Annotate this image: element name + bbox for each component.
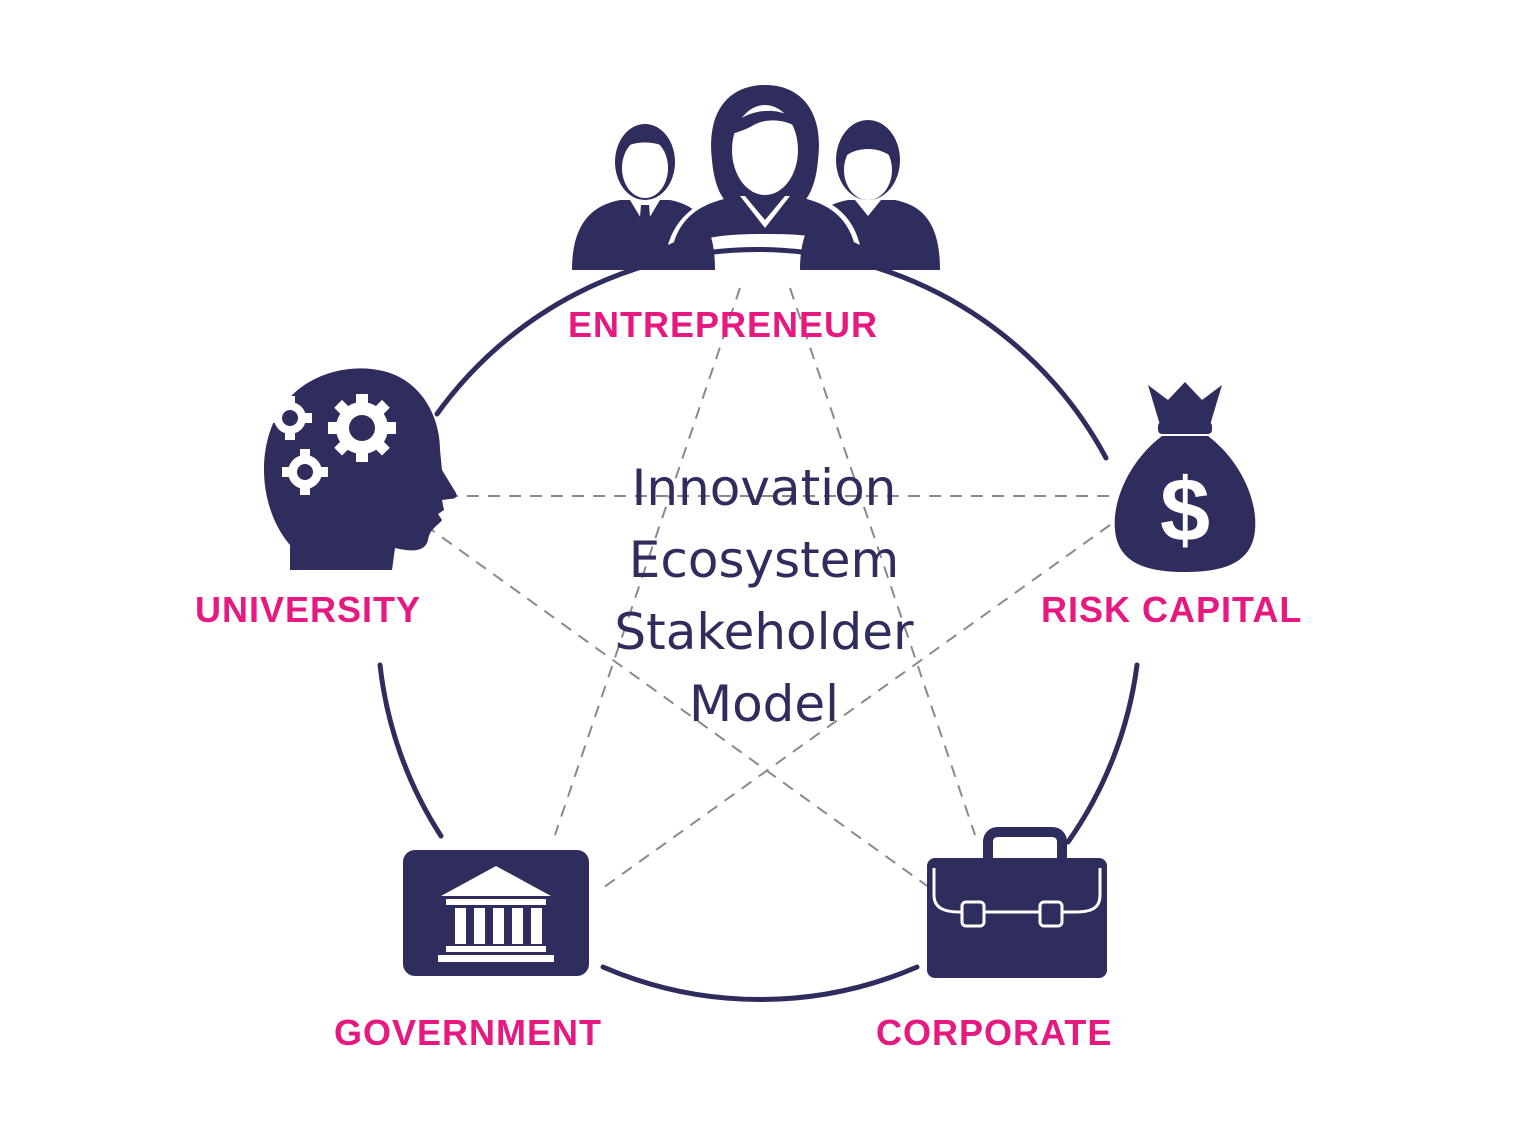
corporate-label: CORPORATE [876, 1012, 1113, 1053]
people-group-icon [572, 85, 940, 270]
diagram-title-line-3: Stakeholder [614, 603, 914, 661]
circle-arc-left [377, 662, 444, 839]
circle-arc-bottom [600, 964, 920, 1003]
head-gears-icon [263, 368, 457, 570]
briefcase-icon [927, 827, 1107, 978]
dollar-sign: $ [1160, 461, 1210, 561]
circle-arc-top [434, 246, 1109, 461]
diagram-title-line-2: Ecosystem [628, 531, 900, 589]
risk-capital-label: RISK CAPITAL [1041, 589, 1303, 630]
government-label: GOVERNMENT [334, 1012, 603, 1053]
circle-arc-right [1065, 662, 1140, 845]
government-building-icon [403, 850, 589, 976]
stakeholder-circle [377, 246, 1140, 1003]
person-center-icon [668, 85, 860, 250]
entrepreneur-label: ENTREPRENEUR [568, 304, 879, 345]
diagram-title: Innovation Ecosystem Stakeholder Model [564, 452, 964, 740]
university-label: UNIVERSITY [195, 589, 422, 630]
person-left-icon [572, 124, 715, 270]
person-right-icon [800, 120, 940, 270]
diagram-title-line-4: Model [688, 675, 840, 733]
stakeholder-connections [424, 287, 1111, 891]
money-bag-icon: $ [1114, 382, 1256, 572]
diagram-title-line-1: Innovation [631, 459, 897, 517]
